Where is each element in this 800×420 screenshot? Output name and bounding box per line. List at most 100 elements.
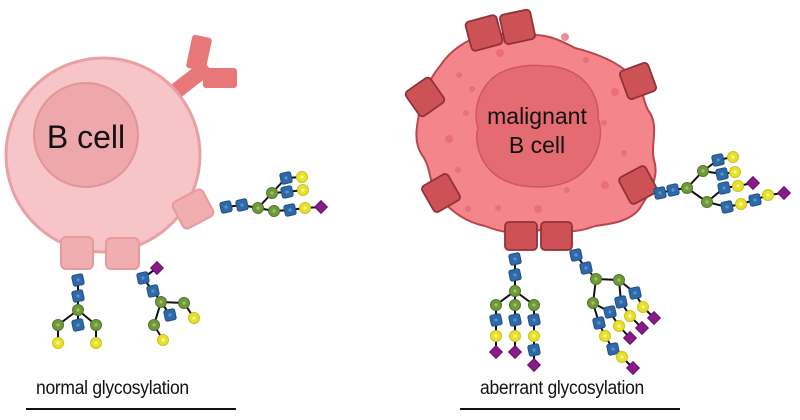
sugar-center-dot [76, 278, 80, 282]
sugar-center-dot [288, 208, 292, 212]
sugar-center-dot [739, 202, 743, 206]
sugar-center-dot [736, 184, 740, 188]
malignant-cell-label-line2: B cell [509, 132, 565, 158]
sugar-center-dot [753, 198, 757, 202]
sugar-center-dot [272, 209, 276, 213]
sugar-center-dot [731, 155, 735, 159]
cytoplasm-granules [445, 33, 627, 213]
sialic-acid-diamond-icon [646, 310, 662, 326]
sugar-center-dot [168, 313, 172, 317]
sugar-center-dot [611, 347, 615, 351]
malignant-receptor-upper-right [619, 62, 657, 100]
malignant-receptor-lower-left [421, 173, 461, 213]
malignant-receptor-top-right [499, 8, 536, 45]
sugar-center-dot [633, 291, 637, 295]
malignant-cell-nucleus [475, 64, 602, 188]
sugar-center-dot [56, 341, 60, 345]
sugar-center-dot [716, 158, 720, 162]
sugar-center-dot [256, 206, 260, 210]
normal-bottom-right-glycan [136, 260, 200, 346]
malignant-receptor-bottom-left [504, 221, 538, 251]
sugar-center-dot [270, 191, 274, 195]
sugar-center-dot [513, 273, 517, 277]
malignant-b-cell: malignant B cell [404, 8, 658, 251]
sugar-center-dot [161, 338, 165, 342]
sugar-center-dot [671, 188, 675, 192]
sugar-center-dot [301, 188, 305, 192]
malignant-cell-label-line1: malignant [487, 103, 587, 129]
sugar-center-dot [513, 289, 517, 293]
sugar-center-dot [94, 341, 98, 345]
normal-receptor-bottom-left [60, 236, 94, 270]
sugar-center-dot [532, 318, 536, 322]
sugar-center-dot [591, 301, 595, 305]
sugar-center-dot [701, 169, 705, 173]
sialic-acid-diamond-icon [526, 357, 542, 373]
sugar-center-dot [152, 323, 156, 327]
malignant-bottom-left-glycan [488, 252, 542, 373]
sugar-center-dot [240, 203, 244, 207]
sialic-acid-diamond-icon [488, 344, 504, 360]
sugar-center-dot [532, 348, 536, 352]
malignant-right-glycan [653, 151, 792, 214]
sialic-acid-diamond-icon [149, 260, 165, 276]
malignant-receptor-left [404, 76, 446, 118]
sugar-center-dot [192, 316, 196, 320]
sugar-center-dot [685, 186, 689, 190]
sugar-center-dot [733, 170, 737, 174]
sugar-center-dot [608, 310, 612, 314]
sugar-center-dot [513, 334, 517, 338]
sugar-center-dot [285, 190, 289, 194]
sugar-center-dot [56, 323, 60, 327]
sugar-center-dot [574, 253, 578, 257]
antibody-arm-right [203, 68, 237, 88]
sugar-center-dot [151, 289, 155, 293]
sugar-center-dot [76, 294, 80, 298]
sugar-center-dot [513, 303, 517, 307]
malignant-receptor-top-left [464, 14, 504, 52]
sugar-center-dot [76, 323, 80, 327]
sugar-center-dot [620, 355, 624, 359]
sugar-center-dot [513, 257, 517, 261]
sugar-center-dot [641, 305, 645, 309]
malignant-receptor-bottom-right [540, 221, 573, 251]
glycan-layer [52, 151, 792, 376]
normal-receptor-bottom-right [105, 237, 140, 270]
sugar-center-dot [617, 324, 621, 328]
normal-caption-underline [26, 408, 236, 410]
sugar-center-dot [159, 300, 163, 304]
sugar-center-dot [300, 175, 304, 179]
sugar-center-dot [303, 206, 307, 210]
sugar-center-dot [141, 276, 145, 280]
normal-cell-label: B cell [47, 119, 125, 155]
normal-cell-nucleus [33, 82, 139, 188]
sugar-center-dot [182, 301, 186, 305]
sugar-center-dot [532, 303, 536, 307]
sialic-acid-diamond-icon [507, 344, 523, 360]
normal-b-cell: B cell [4, 34, 237, 270]
sugar-center-dot [584, 266, 588, 270]
sialic-acid-diamond-icon [313, 199, 329, 215]
sugar-center-dot [725, 205, 729, 209]
sugar-center-dot [617, 278, 621, 282]
aberrant-caption-underline [460, 408, 680, 410]
aberrant-caption: aberrant glycosylation [480, 378, 644, 399]
sugar-center-dot [603, 334, 607, 338]
antibody-arm-upper [186, 34, 212, 72]
sugar-center-dot [705, 200, 709, 204]
sugar-center-dot [597, 321, 601, 325]
sugar-center-dot [619, 300, 623, 304]
sugar-center-dot [766, 193, 770, 197]
sugar-center-dot [532, 334, 536, 338]
sugar-center-dot [494, 303, 498, 307]
sialic-acid-diamond-icon [625, 360, 641, 376]
sugar-center-dot [658, 191, 662, 195]
sialic-acid-diamond-icon [622, 330, 638, 346]
sugar-center-dot [494, 334, 498, 338]
normal-right-glycan [219, 171, 329, 217]
sugar-center-dot [594, 277, 598, 281]
sialic-acid-diamond-icon [776, 185, 792, 201]
sugar-center-dot [628, 314, 632, 318]
malignant-bottom-right-glycan [569, 248, 662, 376]
malignant-receptor-right [618, 165, 658, 205]
